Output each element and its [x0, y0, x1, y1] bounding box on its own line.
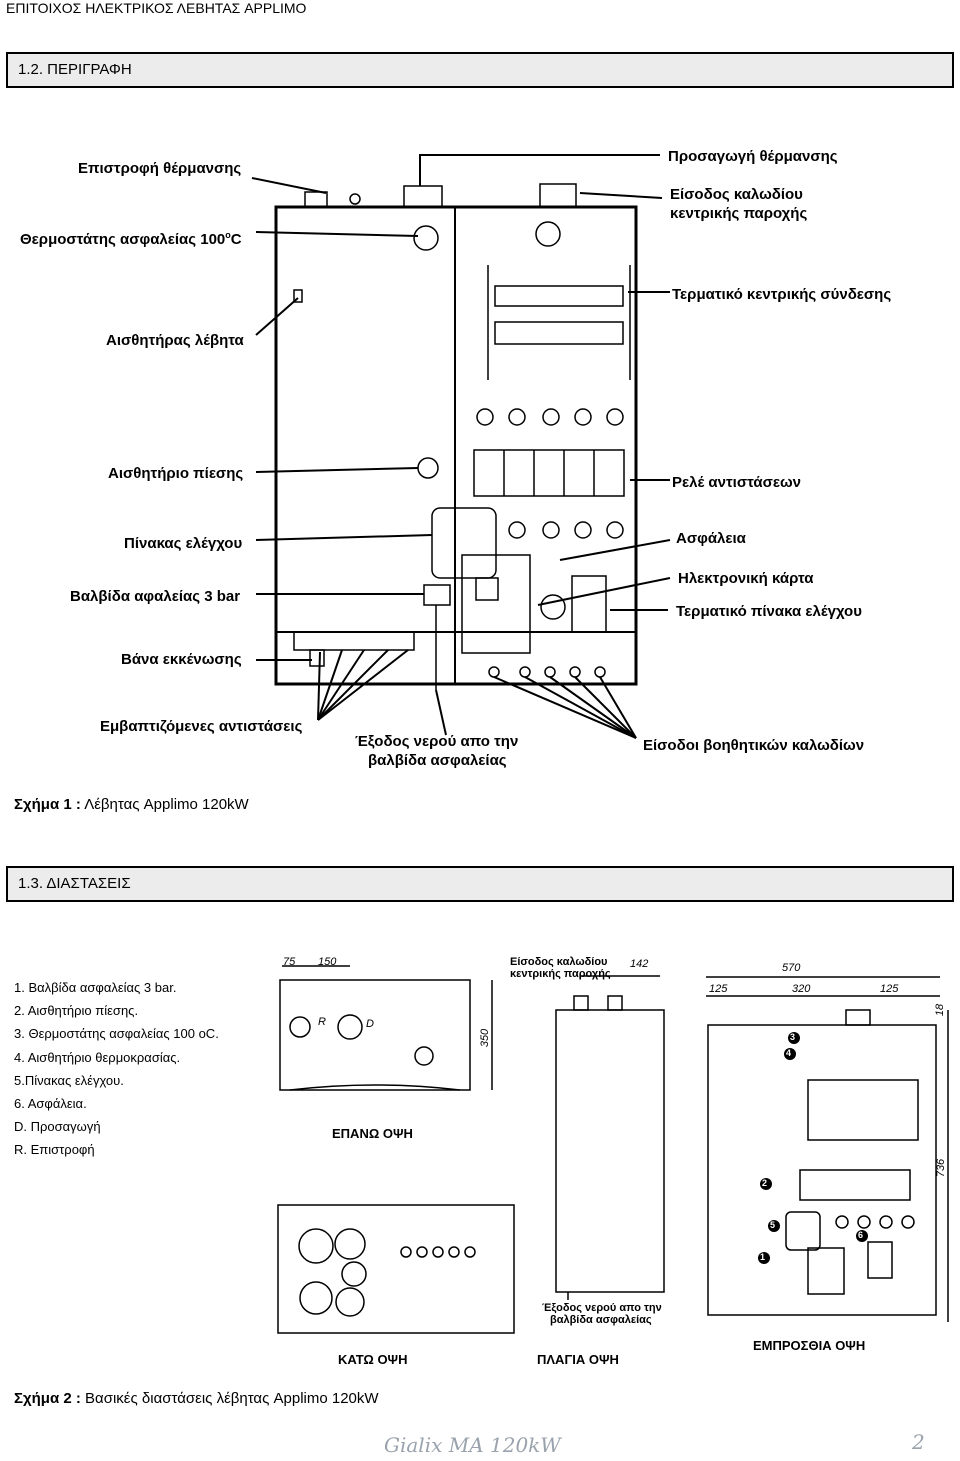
- legend-item: R. Επιστροφή: [14, 1142, 95, 1158]
- label-boiler-sensor: Αισθητήρας λέβητα: [106, 332, 244, 349]
- legend-item: D. Προσαγωγή: [14, 1119, 101, 1135]
- section-heading-dimensions: 1.3. ΔΙΑΣΤΑΣΕΙΣ: [6, 866, 954, 902]
- legend-item: 5.Πίνακας ελέγχου.: [14, 1072, 124, 1088]
- marker-3: 3: [790, 1032, 796, 1042]
- marker-2: 2: [762, 1178, 768, 1188]
- dim-75: 75: [283, 956, 296, 968]
- side-cable-1: Είσοδος καλωδίου: [510, 956, 608, 968]
- label-safety-valve: Βαλβίδα αφαλείας 3 bar: [70, 588, 241, 605]
- figure2-legend: 1. Βαλβίδα ασφαλείας 3 bar. 2. Αισθητήρι…: [14, 976, 219, 1162]
- marker-4: 4: [786, 1048, 792, 1058]
- dim-320: 320: [792, 983, 811, 995]
- marker-1: 1: [760, 1252, 766, 1262]
- side-view-title: ΠΛΑΓΙΑ ΟΨΗ: [537, 1352, 619, 1367]
- top-view-title: ΕΠΑΝΩ ΟΨΗ: [332, 1126, 413, 1141]
- footer-model: Gialix MA 120kW: [384, 1433, 561, 1457]
- label-fuse: Ασφάλεια: [676, 530, 746, 547]
- side-cable-2: κεντρικής παροχής: [510, 968, 611, 980]
- side-exit-1: Έξοδος νερού απο την: [542, 1302, 662, 1314]
- dim-736: 736: [935, 1158, 948, 1178]
- page-header: ΕΠΙΤΟΙΧΟΣ ΗΛΕΚΤΡΙΚΟΣ ΛΕΒΗΤΑΣ APPLIMO: [6, 0, 307, 16]
- legend-item: 6. Ασφάλεια.: [14, 1096, 87, 1112]
- label-relays: Ρελέ αντιστάσεων: [672, 474, 801, 491]
- dim-125-left: 125: [709, 983, 728, 995]
- dim-18: 18: [934, 1003, 947, 1017]
- label-aux-cables: Είσοδοι βοηθητικών καλωδίων: [643, 737, 865, 754]
- label-control-panel: Πίνακας ελέγχου: [124, 535, 243, 552]
- legend-item: 3. Θερμοστάτης ασφαλείας 100 oC.: [14, 1026, 219, 1042]
- label-water-exit-2: βαλβίδα ασφαλείας: [368, 752, 507, 769]
- marker-6: 6: [858, 1230, 864, 1240]
- label-r: R: [318, 1016, 326, 1028]
- dim-570: 570: [782, 962, 801, 974]
- label-panel-terminal: Τερματικό πίνακα ελέγχου: [676, 603, 862, 620]
- label-return-heating: Επιστροφή θέρμανσης: [78, 160, 242, 177]
- label-water-exit-1: Έξοδος νερού απο την: [355, 733, 519, 750]
- legend-item: 4. Αισθητήριο θερμοκρασίας.: [14, 1049, 181, 1065]
- label-cable-entry-2: κεντρικής παροχής: [670, 205, 808, 222]
- dim-350: 350: [479, 1028, 492, 1048]
- legend-item: 1. Βαλβίδα ασφαλείας 3 bar.: [14, 980, 177, 995]
- label-pressure-sensor: Αισθητήριο πίεσης: [108, 465, 244, 482]
- bottom-view-title: ΚΑΤΩ ΟΨΗ: [338, 1352, 408, 1367]
- dim-125-right: 125: [880, 983, 899, 995]
- label-immersion-heaters: Εμβαπτιζόμενες αντιστάσεις: [100, 718, 303, 735]
- legend-item: 2. Αισθητήριο πίεσης.: [14, 1003, 139, 1019]
- dim-150: 150: [318, 956, 337, 968]
- section-heading-description: 1.2. ΠΕΡΙΓΡΑΦΗ: [6, 52, 954, 88]
- label-safety-thermostat: Θερμοστάτης ασφαλείας 100oC: [20, 230, 242, 248]
- marker-5: 5: [770, 1220, 776, 1230]
- label-cable-entry-1: Είσοδος καλωδίου: [670, 186, 803, 203]
- label-supply-heating: Προσαγωγή θέρμανσης: [668, 148, 838, 165]
- front-view-title: ΕΜΠΡΟΣΘΙΑ ΟΨΗ: [753, 1338, 866, 1353]
- figure1-caption: Σχήμα 1 : Λέβητας Applimo 120kW: [14, 796, 249, 813]
- label-main-terminal: Τερματικό κεντρικής σύνδεσης: [672, 286, 892, 303]
- label-drain-valve: Βάνα εκκένωσης: [121, 651, 242, 668]
- side-exit-2: βαλβίδα ασφαλείας: [550, 1314, 652, 1326]
- figure2-caption: Σχήμα 2 : Βασικές διαστάσεις λέβητας App…: [14, 1390, 379, 1407]
- label-pcb: Ηλεκτρονική κάρτα: [678, 570, 814, 587]
- page-number: 2: [912, 1430, 925, 1454]
- dim-142: 142: [630, 958, 649, 970]
- label-d: D: [366, 1018, 374, 1030]
